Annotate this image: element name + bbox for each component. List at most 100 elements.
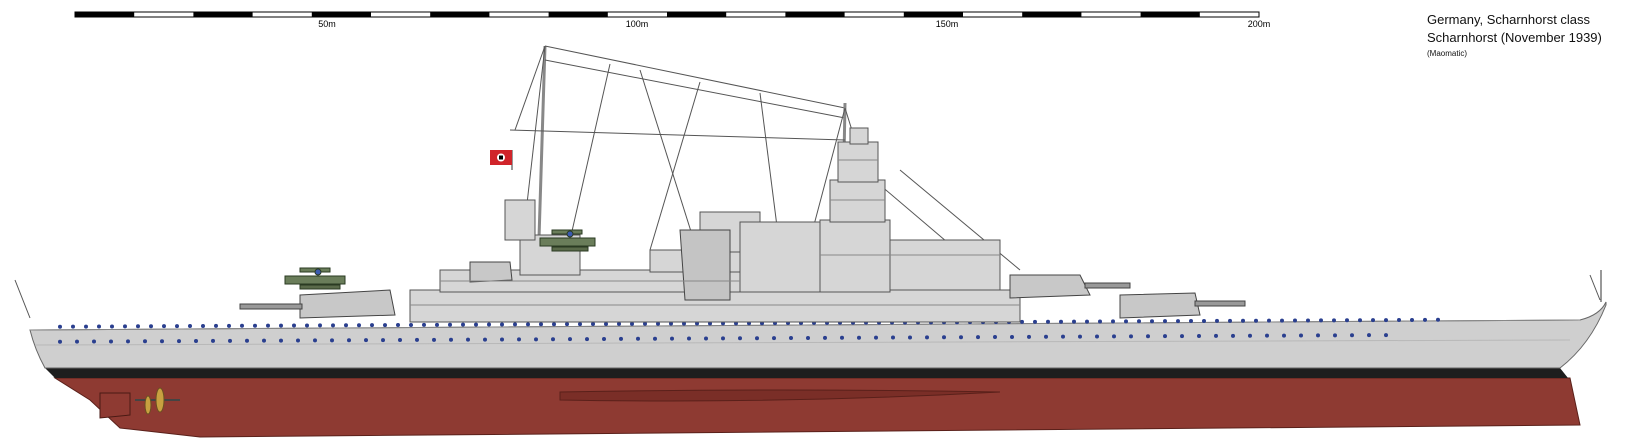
porthole <box>1384 333 1388 338</box>
porthole <box>1124 319 1128 324</box>
porthole <box>1197 334 1201 339</box>
porthole <box>71 324 75 329</box>
porthole <box>194 339 198 344</box>
porthole <box>75 339 79 344</box>
porthole <box>1072 319 1076 324</box>
porthole <box>175 324 179 329</box>
porthole <box>396 323 400 328</box>
scale-segment <box>75 12 135 17</box>
seaplane-icon <box>284 229 596 290</box>
porthole <box>305 323 309 328</box>
porthole <box>1436 317 1440 322</box>
caption-credit: (Maomatic) <box>1427 49 1468 58</box>
porthole <box>695 321 699 326</box>
porthole <box>253 323 257 328</box>
porthole <box>347 338 351 343</box>
porthole <box>448 322 452 327</box>
porthole <box>942 335 946 340</box>
porthole <box>149 324 153 329</box>
scale-segment <box>667 12 727 17</box>
porthole <box>687 336 691 341</box>
porthole <box>1129 334 1133 339</box>
porthole <box>1033 319 1037 324</box>
porthole <box>1098 319 1102 324</box>
porthole <box>1202 318 1206 323</box>
porthole <box>211 338 215 343</box>
porthole <box>110 324 114 329</box>
porthole <box>552 322 556 327</box>
porthole <box>619 336 623 341</box>
porthole <box>201 323 205 328</box>
porthole <box>1350 333 1354 338</box>
boot-topping <box>45 368 1568 378</box>
porthole <box>585 337 589 342</box>
porthole <box>1095 334 1099 339</box>
porthole <box>415 337 419 342</box>
scale-label-50m: 50m <box>318 19 336 29</box>
porthole <box>565 322 569 327</box>
porthole <box>266 323 270 328</box>
scale-segment <box>1022 12 1082 17</box>
porthole <box>432 337 436 342</box>
porthole <box>228 338 232 343</box>
main-turrets <box>239 261 1246 319</box>
porthole <box>1150 319 1154 324</box>
porthole <box>721 336 725 341</box>
porthole <box>517 337 521 342</box>
porthole <box>1410 317 1414 322</box>
porthole <box>344 323 348 328</box>
superstructure-details <box>410 159 1020 306</box>
porthole <box>240 323 244 328</box>
porthole <box>435 322 439 327</box>
porthole <box>1397 318 1401 323</box>
porthole <box>214 323 218 328</box>
porthole <box>1254 318 1258 323</box>
scale-label-200m: 200m <box>1247 19 1271 29</box>
porthole <box>1163 319 1167 324</box>
porthole <box>823 335 827 340</box>
porthole <box>526 322 530 327</box>
scale-bar <box>74 11 1260 18</box>
porthole <box>97 324 101 329</box>
porthole <box>1215 318 1219 323</box>
porthole <box>1078 334 1082 339</box>
porthole <box>1316 333 1320 338</box>
porthole <box>1367 333 1371 338</box>
porthole <box>500 322 504 327</box>
porthole <box>840 335 844 340</box>
porthole <box>908 335 912 340</box>
porthole <box>461 322 465 327</box>
porthole <box>1044 334 1048 339</box>
superstructure <box>409 127 1021 323</box>
porthole <box>682 321 686 326</box>
porthole <box>630 321 634 326</box>
porthole <box>959 335 963 340</box>
porthole <box>604 321 608 326</box>
porthole <box>331 323 335 328</box>
porthole <box>1231 333 1235 338</box>
porthole <box>1112 334 1116 339</box>
porthole <box>1319 318 1323 323</box>
hull-lower <box>53 377 1581 438</box>
porthole <box>636 336 640 341</box>
scale-segment <box>430 12 490 17</box>
porthole <box>539 322 543 327</box>
porthole <box>1146 334 1150 339</box>
porthole <box>513 322 517 327</box>
porthole <box>643 321 647 326</box>
porthole <box>370 323 374 328</box>
porthole <box>449 337 453 342</box>
scale-segment <box>1140 12 1200 17</box>
porthole <box>1180 334 1184 339</box>
porthole <box>188 324 192 329</box>
porthole <box>1214 333 1218 338</box>
porthole <box>1384 318 1388 323</box>
porthole <box>136 324 140 329</box>
porthole <box>551 337 555 342</box>
porthole <box>789 336 793 341</box>
porthole <box>92 339 96 344</box>
porthole <box>568 337 572 342</box>
porthole <box>1228 318 1232 323</box>
